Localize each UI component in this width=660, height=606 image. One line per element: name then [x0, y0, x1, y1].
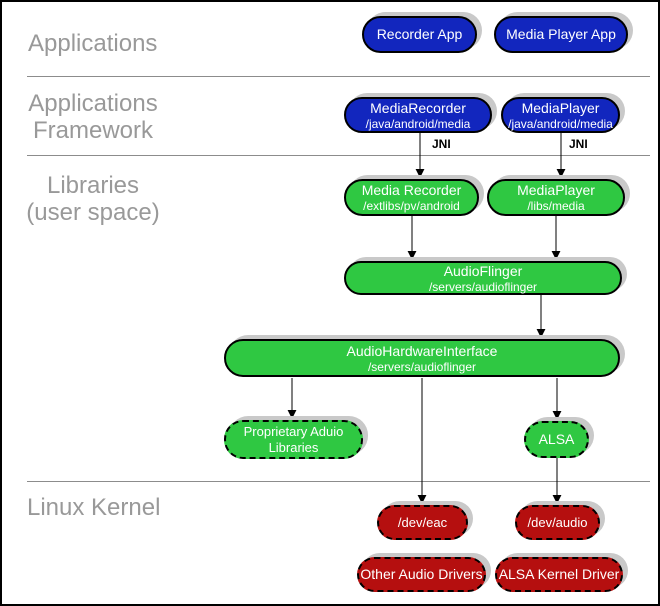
region-label-line: (user space) — [26, 199, 160, 226]
box-subtitle: /servers/audioflinger — [367, 359, 477, 374]
region-label-line: Applications — [28, 90, 158, 117]
box-title: Media Player App — [506, 26, 616, 42]
audioflinger-box: AudioFlinger /servers/audioflinger — [344, 261, 622, 295]
region-label-applications: Applications — [28, 30, 157, 57]
audio-hardware-interface-box: AudioHardwareInterface /servers/audiofli… — [224, 339, 620, 377]
jni-label-left: JNI — [432, 137, 451, 151]
box-subtitle: /servers/audioflinger — [428, 279, 538, 294]
box-title: Media Recorder — [361, 182, 462, 198]
box-subtitle: /java/android/media — [508, 116, 613, 131]
alsa-kernel-driver-box: ALSA Kernel Driver — [495, 557, 623, 592]
region-label-libraries-user-space: Libraries (user space) — [18, 172, 168, 226]
region-label-line: Linux Kernel — [27, 494, 161, 521]
dev-audio-box: /dev/audio — [515, 505, 600, 540]
media-player-app-box: Media Player App — [494, 16, 628, 53]
dev-eac-box: /dev/eac — [377, 505, 468, 540]
box-title: /dev/audio — [527, 514, 588, 530]
alsa-box: ALSA — [524, 421, 589, 458]
box-title: AudioFlinger — [443, 262, 523, 279]
box-title: Proprietary Aduio — [243, 423, 344, 439]
box-subtitle: /libs/media — [527, 199, 585, 213]
box-title: MediaRecorder — [370, 99, 466, 116]
section-divider-framework — [27, 155, 650, 156]
box-title: /dev/eac — [397, 514, 448, 530]
box-title: Libraries — [268, 439, 319, 455]
mediarecorder-framework-box: MediaRecorder /java/android/media — [344, 97, 492, 133]
region-label-line: Applications — [28, 30, 158, 57]
box-title: AudioHardwareInterface — [346, 342, 498, 359]
section-divider-applications — [27, 76, 650, 77]
other-audio-drivers-box: Other Audio Drivers — [357, 557, 486, 592]
box-subtitle: /extlibs/pv/android — [363, 199, 460, 213]
region-label-linux-kernel: Linux Kernel — [27, 494, 160, 521]
box-title: MediaPlayer — [521, 99, 600, 116]
recorder-app-box: Recorder App — [362, 16, 477, 53]
box-title: ALSA Kernel Driver — [498, 566, 620, 582]
proprietary-audio-libraries-box: Proprietary Aduio Libraries — [224, 420, 363, 459]
media-recorder-library-box: Media Recorder /extlibs/pv/android — [344, 179, 479, 216]
box-subtitle: /java/android/media — [365, 116, 471, 131]
box-title: MediaPlayer — [517, 182, 595, 198]
jni-label-right: JNI — [569, 137, 588, 151]
mediaplayer-framework-box: MediaPlayer /java/android/media — [501, 97, 620, 133]
box-title: Recorder App — [376, 26, 463, 42]
box-title: Other Audio Drivers — [360, 566, 483, 582]
mediaplayer-library-box: MediaPlayer /libs/media — [487, 179, 625, 216]
region-label-applications-framework: Applications Framework — [18, 90, 168, 144]
region-label-line: Framework — [32, 117, 153, 144]
box-title: ALSA — [538, 431, 575, 447]
region-label-line: Libraries — [46, 172, 140, 199]
section-divider-kernel — [27, 481, 650, 482]
